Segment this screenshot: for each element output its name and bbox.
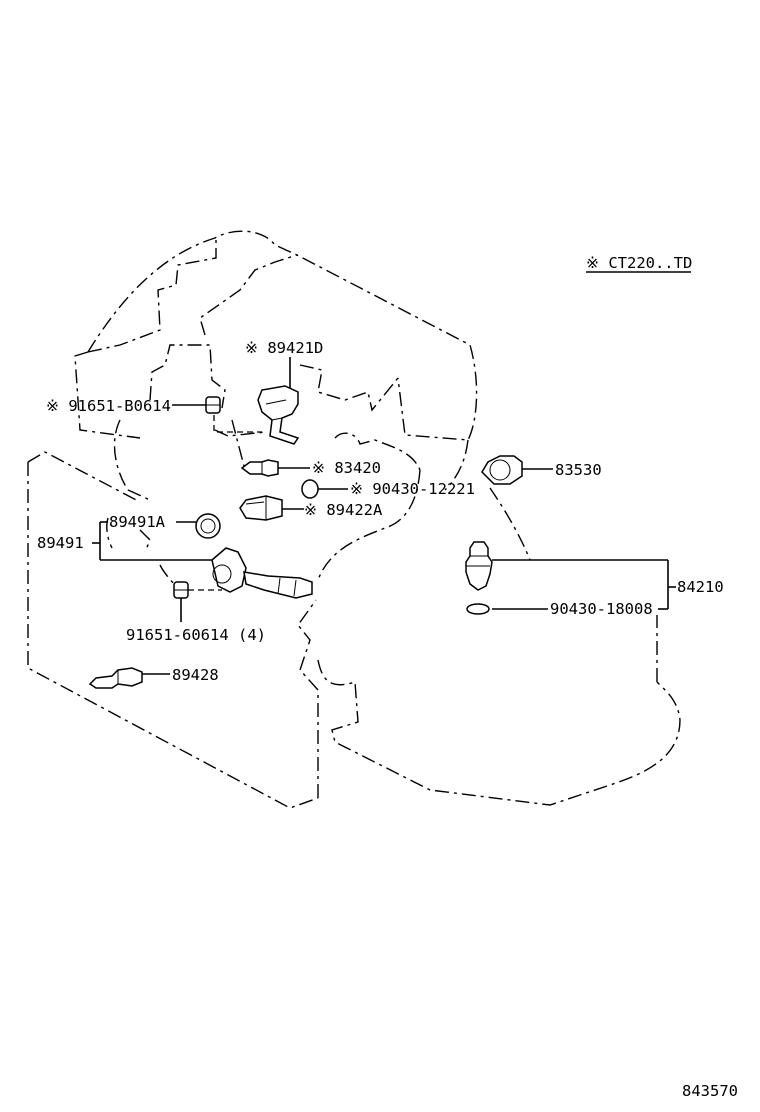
nut-91651-60614-part <box>173 581 189 599</box>
figure-number: 843570 <box>682 1082 738 1100</box>
switch-83530-part <box>481 455 523 485</box>
model-note-label: ※ CT220..TD <box>586 254 692 272</box>
sensor-89422a-part <box>239 495 283 521</box>
callout-89422a: ※ 89422A <box>304 501 383 519</box>
callout-84210: 84210 <box>677 578 724 596</box>
callout-89491: 89491 <box>37 534 84 552</box>
sensor-89491-part <box>211 547 313 599</box>
engine-outline <box>74 230 478 581</box>
nut-91651b-part <box>205 396 221 414</box>
callout-90430-18008: 90430-18008 <box>550 600 653 618</box>
callout-83420: ※ 83420 <box>312 459 381 477</box>
sensor-89421d-part <box>257 385 300 445</box>
callout-83530: 83530 <box>555 461 602 479</box>
sensor-89428-part <box>88 667 143 689</box>
callout-91651-60614: 91651-60614 (4) <box>126 626 266 644</box>
callout-91651-b0614: ※ 91651-B0614 <box>46 397 171 415</box>
sensor-83420-part <box>240 459 279 477</box>
callout-90430-12221: ※ 90430-12221 <box>350 480 475 498</box>
callout-89491a: 89491A <box>109 513 166 531</box>
switch-84210-part <box>465 541 493 591</box>
washer-90430-12221-part <box>301 479 319 499</box>
gasket-90430-18008-part <box>466 603 490 615</box>
oring-89491a-part <box>195 513 221 539</box>
leader-lines <box>92 271 691 675</box>
labels: ※ CT220..TD ※ 89421D ※ 91651-B0614 ※ 834… <box>37 254 738 1100</box>
right-block-outline <box>317 487 681 806</box>
callout-89428: 89428 <box>172 666 219 684</box>
callout-89421d: ※ 89421D <box>245 339 323 357</box>
